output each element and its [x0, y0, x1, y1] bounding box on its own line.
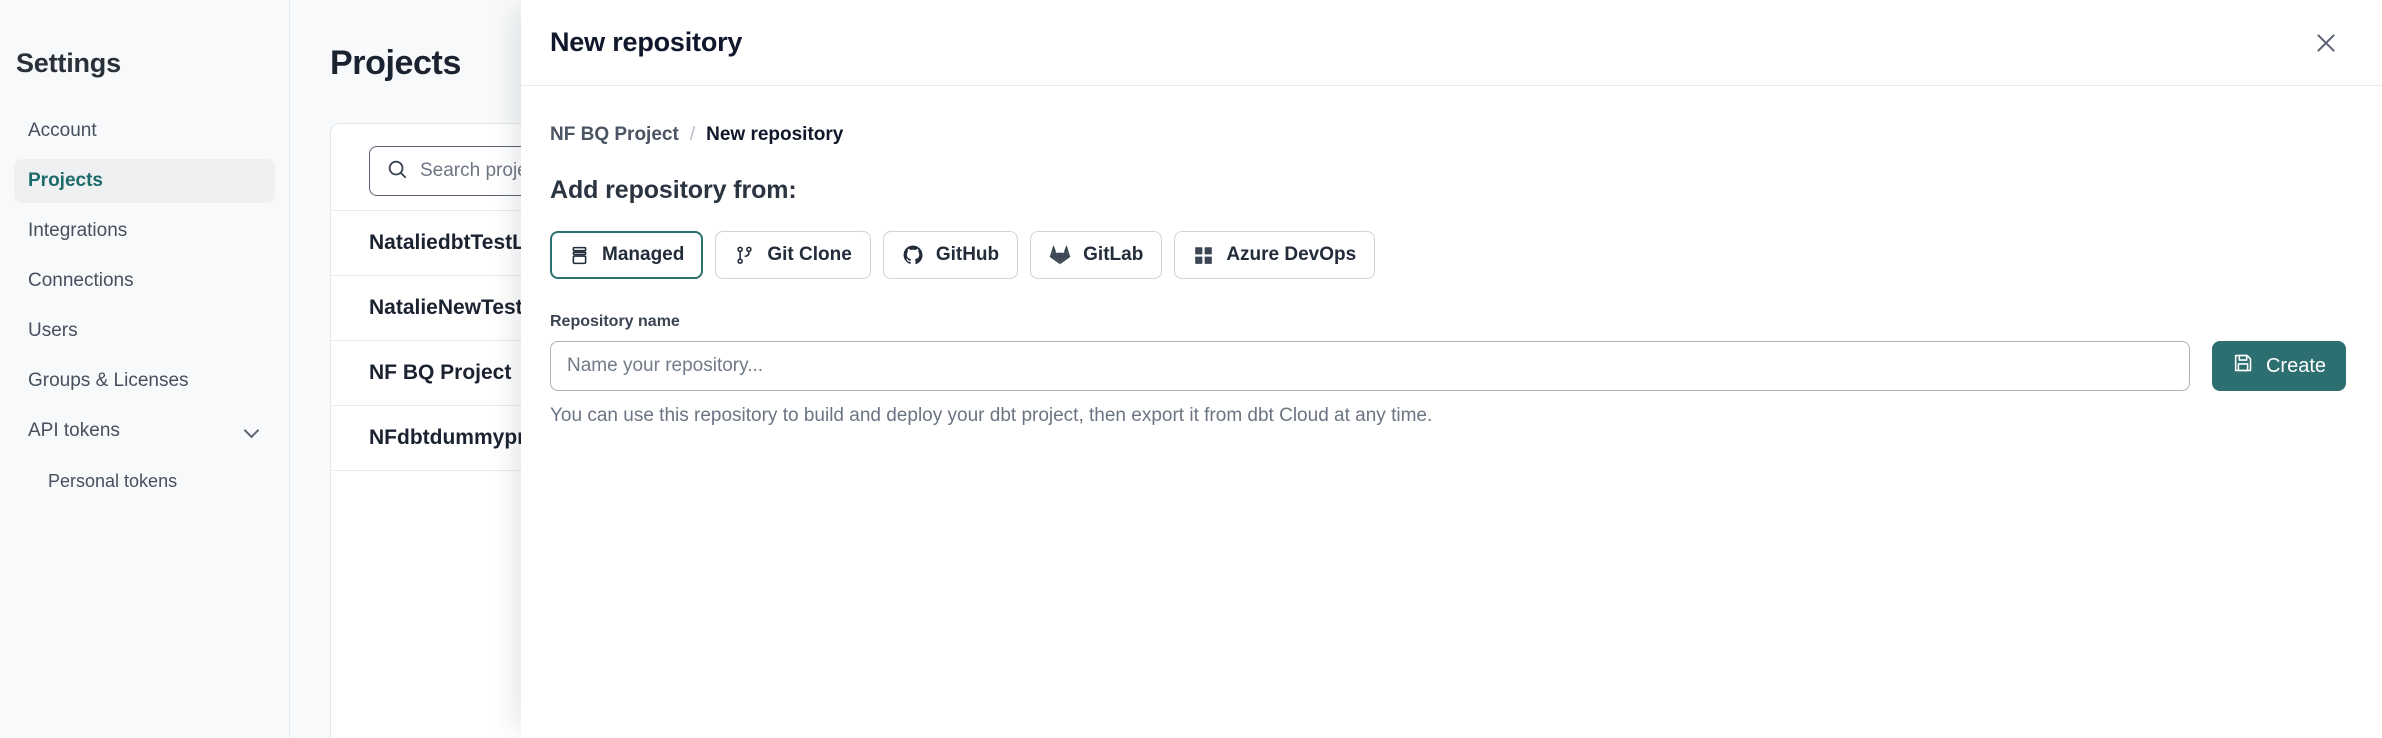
breadcrumb-parent[interactable]: NF BQ Project — [550, 124, 679, 145]
add-repository-from-label: Add repository from: — [550, 176, 797, 204]
source-option-label: Managed — [602, 244, 685, 265]
repository-name-label: Repository name — [550, 313, 680, 330]
source-option-label: GitHub — [935, 244, 1000, 265]
repository-name-row: Create — [550, 341, 2346, 391]
settings-sidebar: Settings Account Projects Integrations C… — [0, 0, 290, 738]
sidebar-item-label: Connections — [28, 270, 134, 291]
create-button[interactable]: Create — [2211, 341, 2346, 391]
page-title: Projects — [330, 44, 461, 82]
sidebar-item-label: Personal tokens — [48, 470, 178, 491]
drawer-body: NF BQ Project / New repository Add repos… — [521, 86, 2382, 427]
sidebar-item-connections[interactable]: Connections — [14, 259, 275, 303]
sidebar-item-label: API tokens — [28, 420, 120, 441]
git-branch-icon — [734, 245, 755, 266]
source-option-label: Git Clone — [767, 244, 852, 265]
search-icon — [386, 158, 408, 185]
source-option-gitlab[interactable]: GitLab — [1030, 231, 1163, 279]
sidebar-item-personal-tokens[interactable]: Personal tokens — [14, 459, 275, 503]
sidebar-item-label: Account — [28, 120, 97, 141]
source-option-label: Azure DevOps — [1226, 244, 1357, 265]
create-button-label: Create — [2265, 354, 2326, 377]
sidebar-title: Settings — [16, 48, 121, 78]
sidebar-item-label: Projects — [28, 170, 103, 191]
save-icon — [2232, 352, 2254, 380]
drawer-header: New repository — [521, 0, 2382, 86]
sidebar-nav-list: Account Projects Integrations Connection… — [0, 109, 289, 503]
close-icon[interactable] — [2306, 23, 2346, 63]
breadcrumb: NF BQ Project / New repository — [550, 124, 2346, 146]
azure-grid-icon — [1193, 245, 1214, 266]
source-option-azure-devops[interactable]: Azure DevOps — [1174, 231, 1376, 279]
source-option-managed[interactable]: Managed — [550, 231, 704, 279]
github-icon — [902, 244, 924, 266]
drawer-title: New repository — [550, 27, 743, 57]
database-icon — [569, 245, 590, 266]
repository-helper-text: You can use this repository to build and… — [550, 405, 1433, 426]
breadcrumb-current: New repository — [706, 124, 844, 145]
sidebar-item-projects[interactable]: Projects — [14, 159, 275, 203]
sidebar-item-integrations[interactable]: Integrations — [14, 209, 275, 253]
breadcrumb-separator: / — [689, 124, 696, 145]
repository-name-input[interactable] — [550, 341, 2190, 391]
source-option-label: GitLab — [1083, 244, 1144, 265]
sidebar-item-account[interactable]: Account — [14, 109, 275, 153]
chevron-down-icon — [245, 423, 261, 439]
sidebar-item-label: Users — [28, 320, 78, 341]
gitlab-icon — [1049, 244, 1071, 266]
sidebar-item-api-tokens[interactable]: API tokens — [14, 409, 275, 453]
sidebar-item-groups-licenses[interactable]: Groups & Licenses — [14, 359, 275, 403]
sidebar-item-label: Groups & Licenses — [28, 370, 189, 391]
new-repository-drawer: New repository NF BQ Project / New repos… — [521, 0, 2382, 738]
sidebar-item-label: Integrations — [28, 220, 128, 241]
sidebar-item-users[interactable]: Users — [14, 309, 275, 353]
source-option-git-clone[interactable]: Git Clone — [715, 231, 871, 279]
source-option-github[interactable]: GitHub — [882, 231, 1019, 279]
repository-source-options: Managed Git Clone — [550, 231, 2346, 279]
